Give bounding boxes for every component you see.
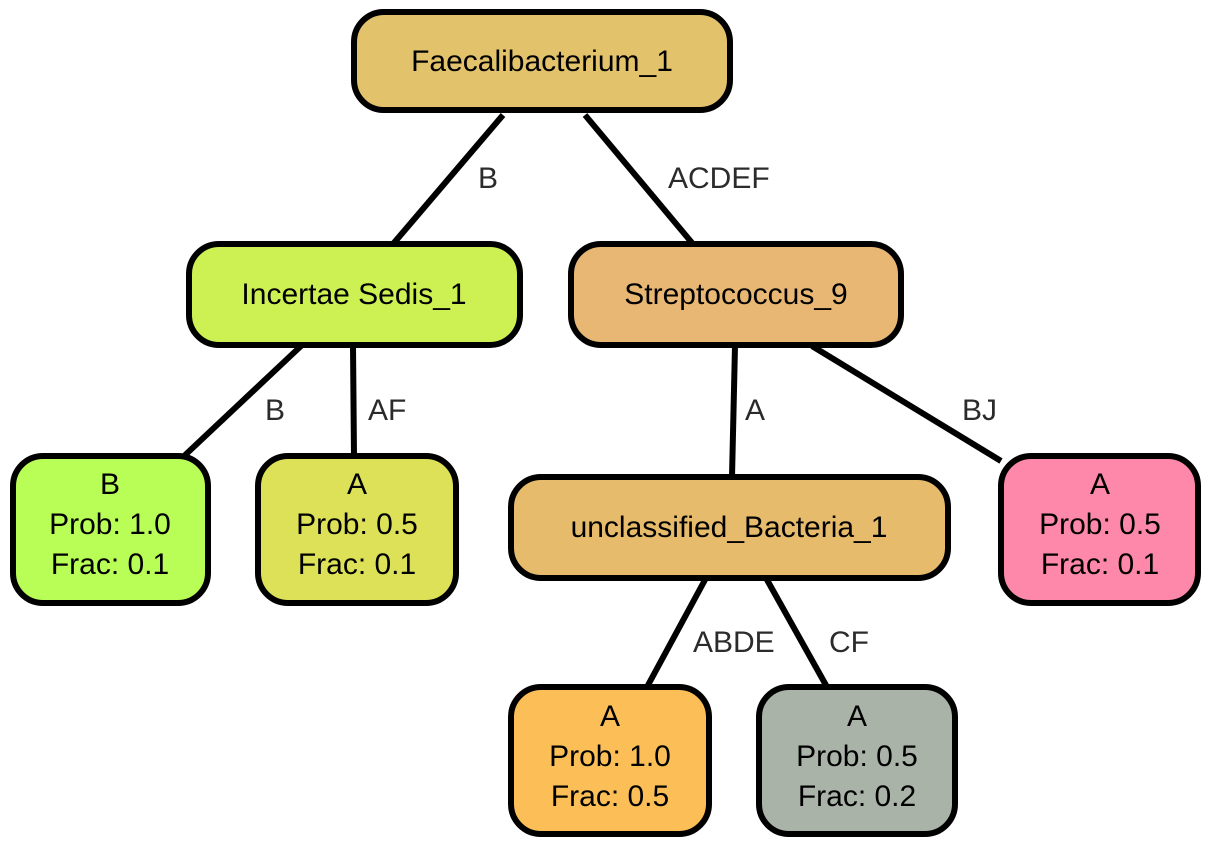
edge-label-b-left: B bbox=[265, 394, 285, 427]
node-leaf-a2[interactable]: A Prob: 0.5 Frac: 0.1 bbox=[998, 453, 1201, 606]
node-label: A bbox=[600, 700, 620, 733]
node-leaf-a3[interactable]: A Prob: 1.0 Frac: 0.5 bbox=[508, 684, 712, 837]
node-box bbox=[508, 474, 951, 581]
edge-label-b-top: B bbox=[478, 162, 498, 195]
edge-label-bj: BJ bbox=[962, 394, 997, 427]
node-title: unclassified_Bacteria_1 bbox=[571, 511, 888, 544]
node-frac: Frac: 0.5 bbox=[551, 780, 669, 813]
node-box bbox=[10, 453, 211, 606]
edge-unclassified-leafA4 bbox=[763, 576, 830, 689]
node-label: A bbox=[847, 700, 867, 733]
node-title: Incertae Sedis_1 bbox=[241, 278, 466, 311]
node-prob: Prob: 0.5 bbox=[1039, 508, 1161, 541]
node-title: Streptococcus_9 bbox=[624, 278, 847, 311]
edge-streptococcus-leafA2 bbox=[810, 343, 1003, 464]
edge-label-abde: ABDE bbox=[693, 626, 775, 659]
node-leaf-b[interactable]: B Prob: 1.0 Frac: 0.1 bbox=[10, 453, 211, 606]
edge-faecalibacterium-streptococcus bbox=[582, 113, 696, 246]
node-box bbox=[998, 453, 1201, 606]
node-box bbox=[508, 684, 712, 837]
edge-faecalibacterium-incertae bbox=[390, 113, 506, 246]
edge-label-cf: CF bbox=[829, 626, 869, 659]
edges-layer bbox=[180, 113, 1003, 689]
node-leaf-a4[interactable]: A Prob: 0.5 Frac: 0.2 bbox=[756, 684, 958, 837]
node-box bbox=[351, 9, 733, 113]
node-label: A bbox=[347, 468, 367, 501]
edge-label-af: AF bbox=[368, 394, 406, 427]
node-title: Faecalibacterium_1 bbox=[411, 45, 673, 78]
nodes-layer: Faecalibacterium_1 Incertae Sedis_1 Stre… bbox=[10, 9, 1201, 837]
node-box bbox=[756, 684, 958, 837]
node-box bbox=[186, 241, 523, 348]
node-incertae-sedis[interactable]: Incertae Sedis_1 bbox=[186, 241, 523, 348]
node-prob: Prob: 1.0 bbox=[549, 740, 671, 773]
node-frac: Frac: 0.1 bbox=[1041, 548, 1159, 581]
node-unclassified-bacteria[interactable]: unclassified_Bacteria_1 bbox=[508, 474, 951, 581]
node-label: B bbox=[100, 468, 120, 501]
edge-incertae-leafB bbox=[180, 343, 304, 460]
edge-incertae-leafA1 bbox=[350, 345, 357, 457]
node-frac: Frac: 0.1 bbox=[298, 548, 416, 581]
node-prob: Prob: 0.5 bbox=[796, 740, 918, 773]
node-prob: Prob: 1.0 bbox=[49, 508, 171, 541]
edge-label-acdef: ACDEF bbox=[668, 162, 770, 195]
edge-labels-layer: B ACDEF B AF A BJ ABDE CF bbox=[265, 162, 997, 659]
node-leaf-a1[interactable]: A Prob: 0.5 Frac: 0.1 bbox=[255, 453, 459, 606]
edge-label-a: A bbox=[745, 394, 765, 427]
edge-unclassified-leafA3 bbox=[644, 576, 709, 689]
node-box bbox=[255, 453, 459, 606]
node-frac: Frac: 0.2 bbox=[798, 780, 916, 813]
edge-streptococcus-unclassified bbox=[729, 345, 738, 478]
node-prob: Prob: 0.5 bbox=[296, 508, 418, 541]
node-label: A bbox=[1090, 468, 1110, 501]
node-frac: Frac: 0.1 bbox=[51, 548, 169, 581]
node-box bbox=[568, 241, 904, 348]
node-faecalibacterium[interactable]: Faecalibacterium_1 bbox=[351, 9, 733, 113]
node-streptococcus[interactable]: Streptococcus_9 bbox=[568, 241, 904, 348]
